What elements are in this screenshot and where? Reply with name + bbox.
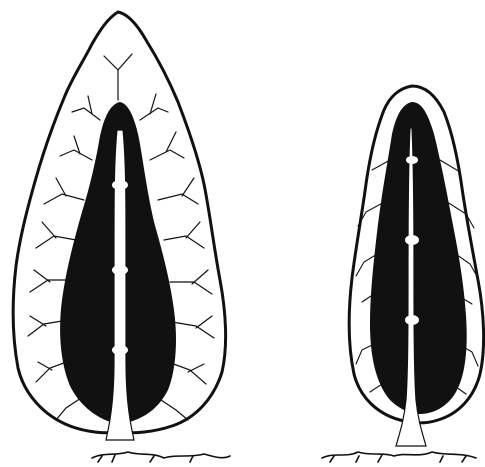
left-trunk-knob bbox=[112, 345, 128, 355]
left-trunk-knob bbox=[112, 265, 128, 275]
right-trunk-knob bbox=[406, 156, 418, 164]
left-trunk-knob bbox=[112, 180, 128, 190]
right-trunk-knob bbox=[405, 315, 419, 325]
right-tree bbox=[349, 86, 483, 446]
right-trunk-knob bbox=[405, 235, 419, 245]
ground-line bbox=[92, 452, 476, 462]
left-tree bbox=[13, 12, 225, 440]
